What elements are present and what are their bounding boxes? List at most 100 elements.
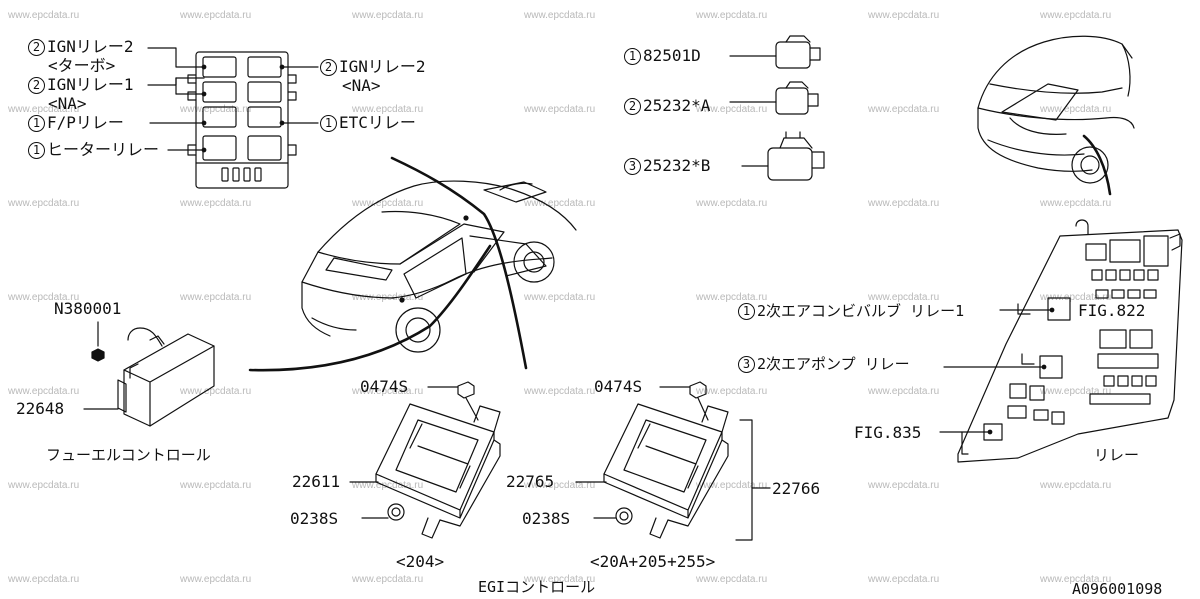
watermark-text: www.epcdata.ru: [524, 386, 596, 397]
circle-number: 3: [738, 356, 755, 373]
circle-number: 1: [738, 303, 755, 320]
fuse-box-illustration: [939, 219, 1183, 463]
watermark-text: www.epcdata.ru: [524, 198, 596, 209]
watermark-text: www.epcdata.ru: [524, 10, 596, 21]
watermark-text: www.epcdata.ru: [8, 386, 80, 397]
relay-25232b-icon: [741, 131, 825, 181]
watermark-text: www.epcdata.ru: [1040, 104, 1112, 115]
circle-number: 1: [624, 48, 641, 65]
watermark-text: www.epcdata.ru: [180, 10, 252, 21]
relay-box-leader-lines: [147, 47, 319, 151]
relay-25232a-icon: [729, 81, 819, 115]
watermark-text: www.epcdata.ru: [180, 480, 252, 491]
watermark-text: www.epcdata.ru: [352, 104, 424, 115]
watermark-text: www.epcdata.ru: [696, 480, 768, 491]
label-ign-relay-2-na-sub: <NA>: [342, 76, 381, 95]
drawing-id: A096001098: [1072, 580, 1163, 598]
watermark-text: www.epcdata.ru: [868, 198, 940, 209]
watermark-text: www.epcdata.ru: [696, 10, 768, 21]
relay-name: ヒーターリレー: [47, 140, 160, 159]
watermark-text: www.epcdata.ru: [696, 292, 768, 303]
ecu-left-illustration: [349, 381, 501, 539]
watermark-text: www.epcdata.ru: [180, 574, 252, 585]
relay-box-illustration: [187, 51, 297, 189]
part-number: 25232*B: [643, 156, 711, 175]
caption-relay: リレー: [1094, 446, 1140, 464]
watermark-text: www.epcdata.ru: [8, 198, 80, 209]
part-fuel-control-22648: 22648: [16, 399, 65, 418]
part-ecu-22766: 22766: [772, 479, 821, 498]
circle-number: 1: [320, 115, 337, 132]
relay-name: IGNリレー2: [47, 37, 134, 56]
watermark-text: www.epcdata.ru: [1040, 292, 1112, 303]
watermark-text: www.epcdata.ru: [8, 10, 80, 21]
watermark-text: www.epcdata.ru: [1040, 198, 1112, 209]
watermark-text: www.epcdata.ru: [696, 198, 768, 209]
watermark-text: www.epcdata.ru: [352, 386, 424, 397]
watermark-text: www.epcdata.ru: [524, 292, 596, 303]
watermark-text: www.epcdata.ru: [696, 574, 768, 585]
watermark-text: www.epcdata.ru: [524, 480, 596, 491]
watermark-text: www.epcdata.ru: [180, 386, 252, 397]
watermark-text: www.epcdata.ru: [8, 104, 80, 115]
circle-number: 1: [28, 142, 45, 159]
watermark-text: www.epcdata.ru: [352, 480, 424, 491]
watermark-text: www.epcdata.ru: [524, 574, 596, 585]
watermark-text: www.epcdata.ru: [868, 480, 940, 491]
part-number: 25232*A: [643, 96, 711, 115]
relay-name: ETCリレー: [339, 113, 416, 132]
variant-204: <204>: [396, 552, 445, 571]
part-nut-0238s-left: 0238S: [290, 509, 339, 528]
watermark-text: www.epcdata.ru: [8, 574, 80, 585]
circle-number: 2: [624, 98, 641, 115]
car-front-illustration: [977, 35, 1135, 196]
ecu-right-illustration: [575, 381, 771, 541]
car-rear-illustration: [248, 156, 577, 372]
fuel-control-module-illustration: [83, 321, 215, 427]
part-nut-0238s-right: 0238S: [522, 509, 571, 528]
fig-835-reference: FIG.835: [854, 423, 922, 442]
watermark-text: www.epcdata.ru: [352, 198, 424, 209]
circle-number: 2: [320, 59, 337, 76]
relay-name: 2次エアポンプ リレー: [757, 355, 910, 373]
circle-number: 2: [28, 77, 45, 94]
watermark-text: www.epcdata.ru: [868, 104, 940, 115]
part-ecu-22765: 22765: [506, 472, 555, 491]
relay-name: F/Pリレー: [47, 113, 124, 132]
watermark-text: www.epcdata.ru: [8, 480, 80, 491]
watermark-text: www.epcdata.ru: [1040, 10, 1112, 21]
relay-name: 2次エアコンビバルブ リレー1: [757, 302, 965, 320]
part-nut-n380001: N380001: [54, 299, 122, 318]
watermark-text: www.epcdata.ru: [696, 386, 768, 397]
part-number: 82501D: [643, 46, 701, 65]
part-ecu-22611: 22611: [292, 472, 341, 491]
watermark-text: www.epcdata.ru: [180, 104, 252, 115]
watermark-text: www.epcdata.ru: [696, 104, 768, 115]
watermark-text: www.epcdata.ru: [524, 104, 596, 115]
relay-82501d-icon: [729, 35, 821, 69]
label-ign-relay-1-na-sub: <NA>: [48, 94, 87, 113]
label-ign-relay-2-turbo-sub: <ターボ>: [48, 56, 116, 75]
watermark-text: www.epcdata.ru: [1040, 480, 1112, 491]
caption-fuel-control: フューエルコントロール: [46, 446, 211, 464]
circle-number: 2: [28, 39, 45, 56]
watermark-text: www.epcdata.ru: [8, 292, 80, 303]
watermark-text: www.epcdata.ru: [868, 292, 940, 303]
watermark-text: www.epcdata.ru: [868, 574, 940, 585]
circle-number: 1: [28, 115, 45, 132]
watermark-text: www.epcdata.ru: [1040, 574, 1112, 585]
watermark-text: www.epcdata.ru: [352, 10, 424, 21]
watermark-text: www.epcdata.ru: [1040, 386, 1112, 397]
watermark-text: www.epcdata.ru: [352, 574, 424, 585]
